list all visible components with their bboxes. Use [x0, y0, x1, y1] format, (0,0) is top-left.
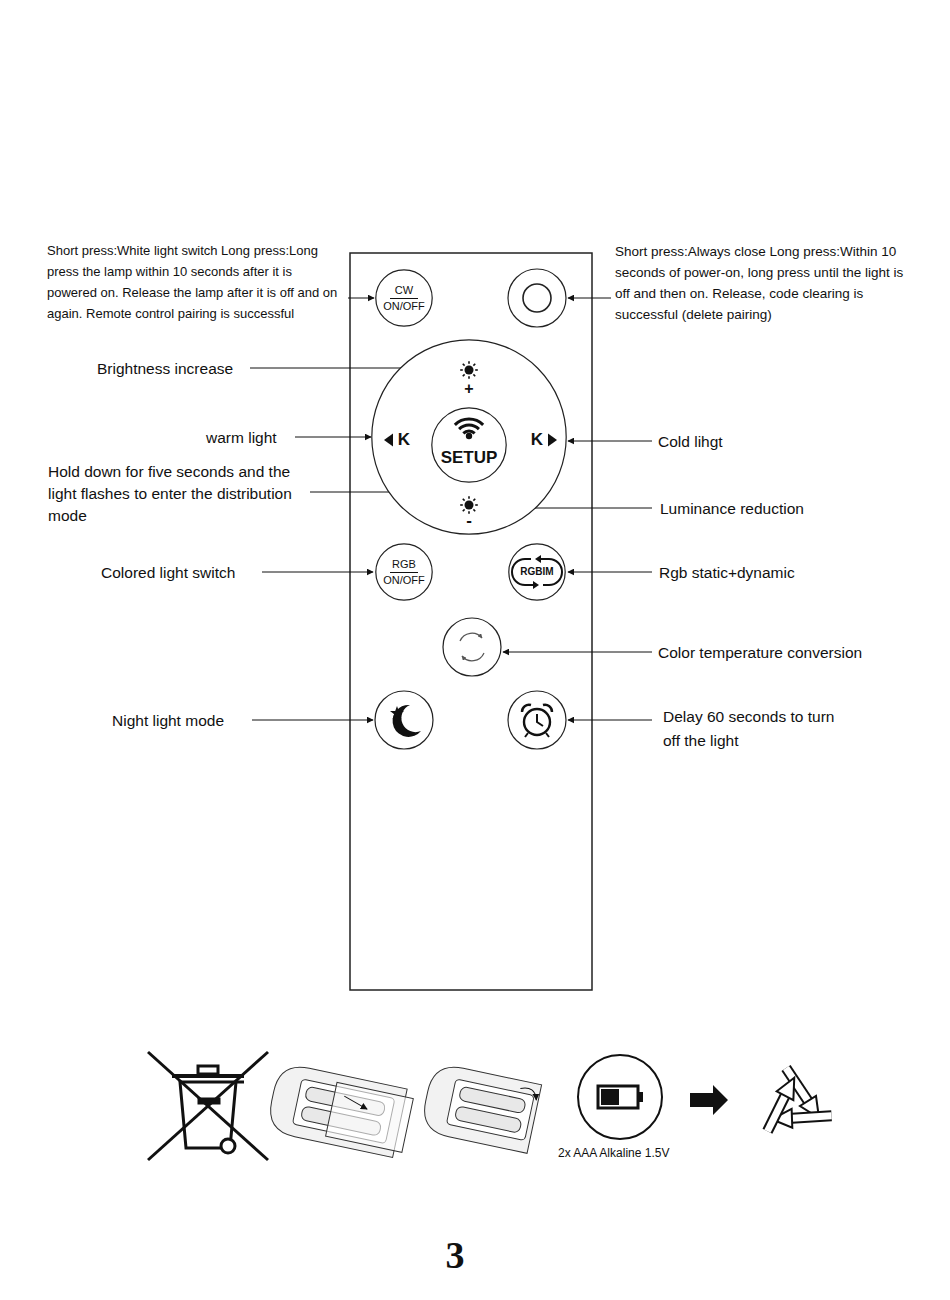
- direction-pad: + K K - SETUP: [371, 339, 567, 535]
- leader-lines: [250, 298, 652, 720]
- callout-text: Brightness increase: [97, 359, 233, 378]
- setup-button: SETUP: [431, 407, 507, 483]
- rgb-button: RGB ON/OFF: [375, 543, 433, 601]
- button-text: CW: [395, 284, 413, 297]
- weee-bin-symbol: [148, 1052, 268, 1160]
- button-text: ON/OFF: [383, 300, 425, 313]
- arrow-symbol: [690, 1085, 728, 1115]
- callout-text: Short press:Always close Long press:With…: [615, 241, 920, 325]
- button-face: SETUP: [431, 407, 507, 483]
- night-button: [375, 691, 433, 749]
- remote-back-illustration: [265, 1062, 415, 1159]
- page-number: 3: [405, 1231, 505, 1279]
- callout-text: Delay 60 seconds to turn off the light: [663, 705, 838, 753]
- cw-button: CW ON/OFF: [375, 269, 433, 327]
- button-outline: [431, 407, 507, 483]
- button-text: SETUP: [441, 448, 498, 468]
- remote-back-illustration: [419, 1062, 541, 1153]
- key-mark: +: [464, 380, 473, 398]
- button-text: RGB: [392, 558, 416, 571]
- recycle-symbol: [751, 1068, 832, 1144]
- callout-text: warm light: [206, 428, 277, 447]
- callout-text: Night light mode: [112, 711, 224, 730]
- key-mark: -: [466, 511, 472, 531]
- callout-text: Luminance reduction: [660, 499, 804, 518]
- button-face: CW ON/OFF: [375, 269, 433, 327]
- battery-symbol: [578, 1055, 662, 1139]
- callout-text: Hold down for five seconds and the light…: [48, 461, 303, 527]
- key-mark: K: [398, 430, 410, 450]
- button-face: RGBIM: [508, 543, 566, 601]
- callout-text: Cold lihgt: [658, 432, 723, 451]
- power-button: [508, 269, 566, 327]
- divider: [390, 572, 418, 573]
- divider: [390, 298, 418, 299]
- key-mark: K: [531, 430, 543, 450]
- remote-body: [350, 253, 592, 990]
- callout-text: Short press:White light switch Long pres…: [47, 240, 342, 324]
- callout-text: Rgb static+dynamic: [659, 563, 795, 582]
- button-text: ON/OFF: [383, 574, 425, 587]
- timer-button: [508, 691, 566, 749]
- color-temp-button: [443, 618, 501, 676]
- battery-note: 2x AAA Alkaline 1.5V: [558, 1146, 669, 1161]
- rgb-mode-button: RGBIM: [508, 543, 566, 601]
- callout-text: Color temperature conversion: [658, 643, 862, 662]
- button-face: RGB ON/OFF: [375, 543, 433, 601]
- callout-text: Colored light switch: [101, 563, 235, 582]
- button-text: RGBIM: [520, 566, 553, 578]
